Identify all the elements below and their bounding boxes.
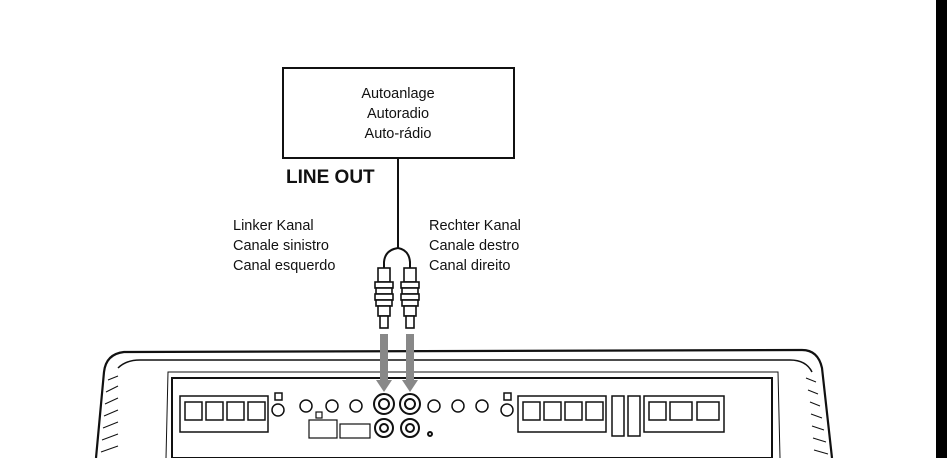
right-channel-label-2: Canale destro: [429, 238, 519, 254]
cable-split-right: [397, 247, 411, 268]
control-knobs-right: [427, 392, 514, 417]
speaker-terminals-left: [179, 395, 269, 433]
connection-arrow-left: [376, 334, 392, 392]
speaker-terminals-right: [517, 395, 607, 433]
amplifier-top-edge: [117, 359, 813, 373]
source-unit: Autoanlage Autoradio Auto-rádio: [282, 67, 515, 159]
rca-plug-left: [374, 267, 394, 329]
right-channel-label: Rechter Kanal Canale destro Canal direit…: [429, 218, 521, 274]
left-channel-label-3: Canal esquerdo: [233, 258, 335, 274]
rca-input-jacks: [373, 393, 433, 438]
line-out-label: LINE OUT: [286, 167, 375, 188]
amplifier-heatsink-left: [100, 375, 119, 453]
source-unit-label-1: Autoanlage: [361, 86, 434, 102]
control-knobs-left: [271, 392, 363, 417]
source-unit-label-2: Autoradio: [367, 106, 429, 122]
right-edge-bar: [936, 0, 947, 458]
connection-arrow-right: [402, 334, 418, 392]
right-channel-label-3: Canal direito: [429, 258, 510, 274]
rca-plug-right: [400, 267, 420, 329]
connection-arrows: [376, 334, 418, 392]
left-channel-label-1: Linker Kanal: [233, 218, 314, 234]
amplifier: [94, 348, 834, 458]
power-terminals: [643, 395, 725, 433]
source-unit-box: [282, 67, 515, 159]
right-channel-label-1: Rechter Kanal: [429, 218, 521, 234]
fuse-holders: [611, 395, 641, 437]
power-connectors: [308, 411, 371, 439]
cable-split-left: [383, 247, 399, 268]
source-unit-label-3: Auto-rádio: [365, 126, 432, 142]
rca-cable: [383, 158, 411, 268]
left-channel-label-2: Canale sinistro: [233, 238, 329, 254]
left-channel-label: Linker Kanal Canale sinistro Canal esque…: [233, 218, 335, 274]
amplifier-heatsink-right: [805, 377, 829, 455]
amplifier-inner-panel-edge: [165, 371, 781, 458]
